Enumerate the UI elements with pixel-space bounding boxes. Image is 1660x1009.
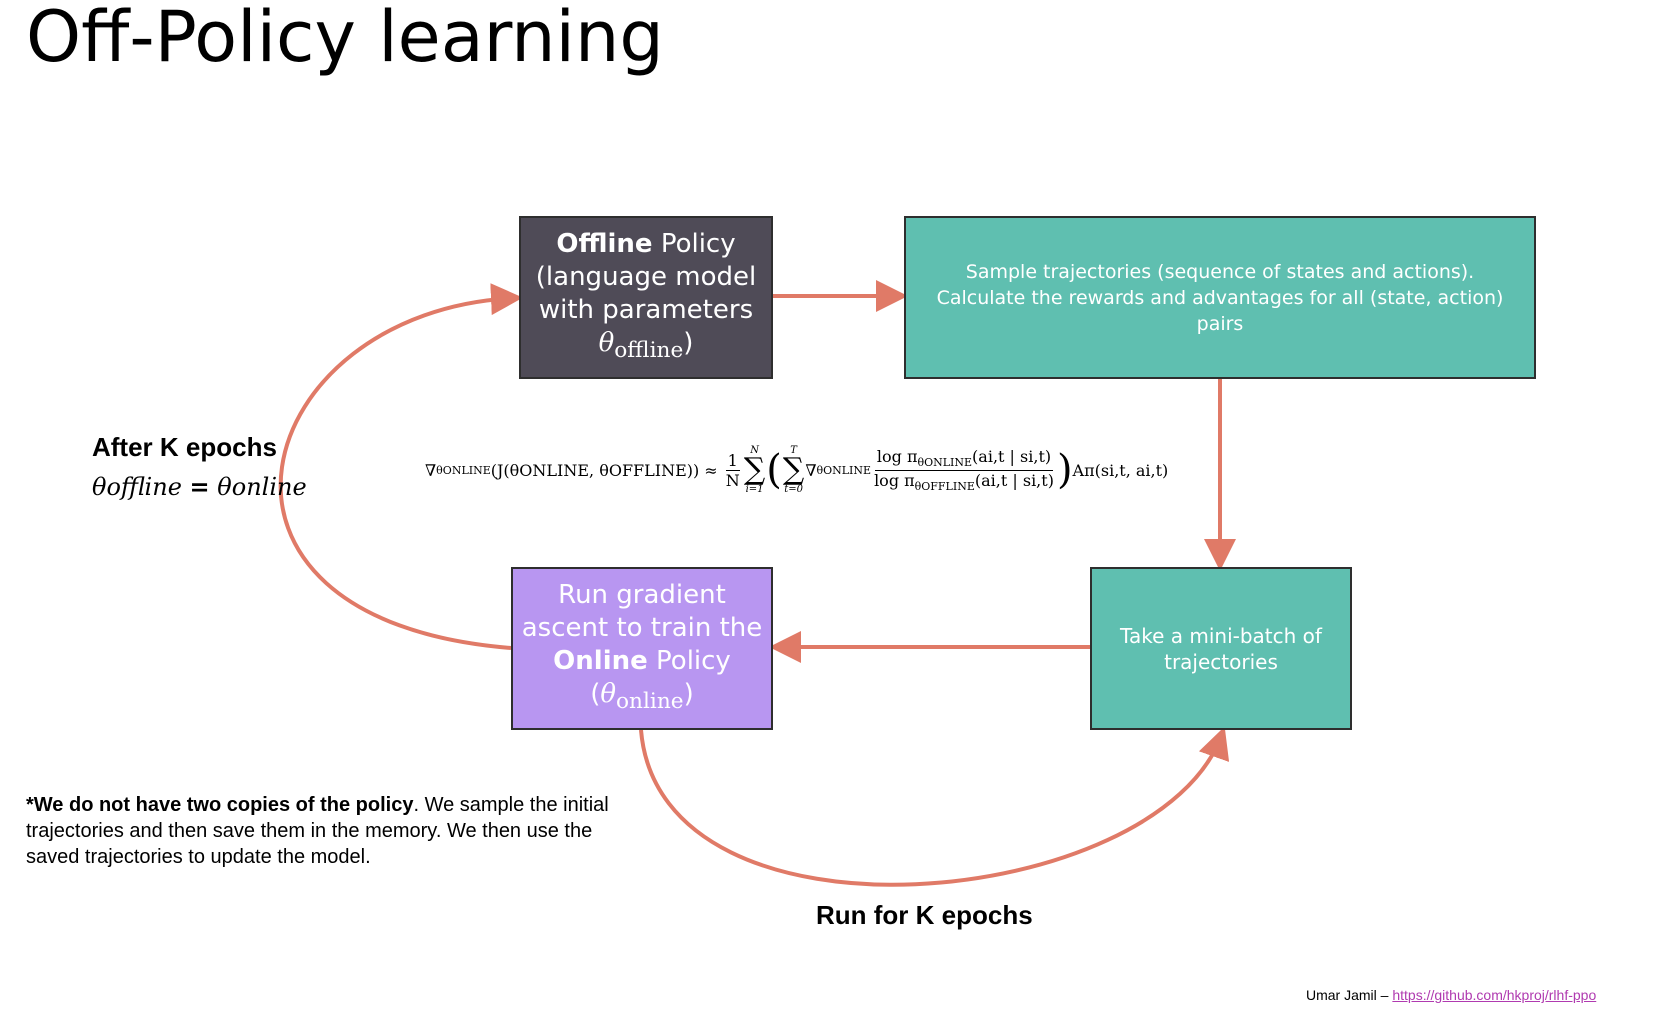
nabla-symbol: ∇ xyxy=(425,460,437,480)
outer-sum: N∑i=1 xyxy=(743,445,766,495)
arrow-gradient-to-minibatch-loop xyxy=(639,726,1230,887)
gradient-theta: (θonline) xyxy=(590,678,694,718)
offline-policy-line3: with parameters xyxy=(538,294,754,325)
arrow-gradient-to-offline-loop xyxy=(278,283,523,650)
sum-lower-limit: i=1 xyxy=(745,484,764,495)
gradient-line3: Online Policy xyxy=(553,645,731,678)
log-ratio-fraction: log πθONLINE(ai,t | si,t) log πθOFFLINE(… xyxy=(874,447,1054,492)
offline-bold: Offline xyxy=(556,228,653,259)
log-ratio-numerator: log πθONLINE(ai,t | si,t) xyxy=(874,447,1054,471)
online-policy-word: Policy xyxy=(647,645,731,676)
github-link[interactable]: https://github.com/hkproj/rlhf-ppo xyxy=(1392,987,1597,1003)
theta-offline: θoffline xyxy=(92,473,182,501)
offline-policy-line2: (language model xyxy=(535,261,757,292)
gradient-ascent-box: Run gradient ascent to train the Online … xyxy=(511,567,773,730)
author-name: Umar Jamil – xyxy=(1306,987,1393,1003)
offline-policy-box: Offline Policy (language model with para… xyxy=(519,216,773,379)
mini-batch-box: Take a mini-batch of trajectories xyxy=(1090,567,1352,730)
nabla-symbol: ∇ xyxy=(805,460,817,480)
policy-args: (ai,t | si,t) xyxy=(974,470,1054,490)
inner-sum: T∑t=0 xyxy=(782,445,805,495)
pi-subscript: θOFFLINE xyxy=(914,479,975,493)
equals-sign: = xyxy=(189,472,210,501)
theta-subscript: offline xyxy=(614,338,684,364)
close-paren: ) xyxy=(683,327,694,358)
close-paren: ) xyxy=(683,678,694,709)
fraction-denominator: N xyxy=(725,470,740,490)
theta-symbol: θ xyxy=(598,327,615,358)
log-pi: log π xyxy=(876,447,918,467)
page-title: Off-Policy learning xyxy=(26,0,664,78)
footnote-rest: . We sample the initial trajectories and… xyxy=(26,794,609,868)
theta-subscript: online xyxy=(616,689,684,715)
log-ratio-denominator: log πθOFFLINE(ai,t | si,t) xyxy=(874,471,1054,493)
footnote: *We do not have two copies of the policy… xyxy=(26,792,626,870)
online-bold: Online xyxy=(553,645,648,676)
offline-policy-line1: Offline Policy xyxy=(556,228,735,261)
sum-upper-limit: T xyxy=(790,445,797,456)
sum-lower-limit: t=0 xyxy=(784,484,803,495)
offline-policy-theta: θoffline) xyxy=(599,327,694,367)
objective-args: (J(θONLINE, θOFFLINE)) xyxy=(490,460,700,480)
approx-symbol: ≈ xyxy=(704,460,718,480)
offline-policy-word: Policy xyxy=(652,228,736,259)
mini-batch-text: Take a mini-batch of trajectories xyxy=(1120,623,1322,674)
gradient-line2: ascent to train the xyxy=(521,612,763,643)
nabla-subscript: θONLINE xyxy=(436,463,491,477)
footnote-bold: *We do not have two copies of the policy xyxy=(26,794,414,816)
credit-line: Umar Jamil – https://github.com/hkproj/r… xyxy=(1306,987,1596,1003)
log-pi: log π xyxy=(874,470,915,490)
run-for-k-epochs-label: Run for K epochs xyxy=(816,900,1033,930)
policy-args: (ai,t | si,t) xyxy=(972,447,1052,467)
advantage-term: Aπ(si,t, ai,t) xyxy=(1072,460,1169,480)
sample-trajectories-box: Sample trajectories (sequence of states … xyxy=(904,216,1536,379)
gradient-line1: Run gradient xyxy=(558,579,726,610)
after-k-epochs-label: After K epochs xyxy=(92,432,277,462)
nabla-subscript: θONLINE xyxy=(816,463,872,477)
pi-subscript: θONLINE xyxy=(917,456,973,470)
sum-upper-limit: N xyxy=(750,445,759,456)
fraction-numerator: 1 xyxy=(725,450,740,471)
theta-update-equation: θoffline = θonline xyxy=(92,472,307,501)
open-paren: ( xyxy=(590,678,601,709)
theta-online: θonline xyxy=(217,473,307,501)
sample-trajectories-text: Sample trajectories (sequence of states … xyxy=(936,260,1504,335)
theta-symbol: θ xyxy=(600,678,617,709)
